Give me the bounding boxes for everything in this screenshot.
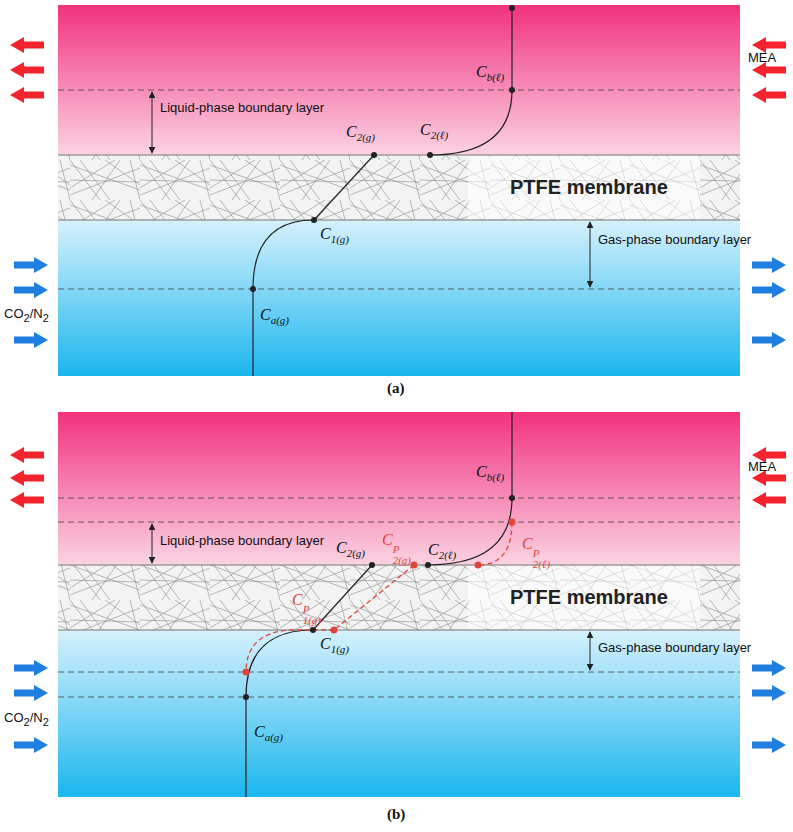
membrane-label: PTFE membrane	[510, 586, 668, 609]
flow-arrow	[752, 87, 786, 103]
text-label: CO2/N2	[4, 710, 49, 728]
concentration-label: CP2(ℓ)	[522, 534, 550, 570]
membrane-label: PTFE membrane	[510, 176, 668, 199]
flow-arrow	[752, 685, 786, 701]
text-label: MEA	[748, 50, 776, 65]
concentration-label: C2(g)	[346, 122, 375, 144]
flow-arrow	[14, 257, 48, 273]
panel-caption: (b)	[387, 806, 405, 823]
concentration-label: Ca(g)	[260, 305, 289, 327]
concentration-label: Cb(ℓ)	[476, 62, 504, 84]
flow-arrow	[14, 660, 48, 676]
flow-arrow	[10, 447, 44, 463]
concentration-label: C2(ℓ)	[420, 120, 448, 142]
text-label: Gas-phase boundary layer	[598, 640, 751, 655]
text-label: Gas-phase boundary layer	[598, 232, 751, 247]
flow-arrow	[752, 332, 786, 348]
membrane-band: PTFE membrane	[58, 155, 740, 220]
flow-arrow	[14, 332, 48, 348]
flow-arrow	[14, 282, 48, 298]
concentration-label: C1(g)	[320, 224, 349, 246]
flow-arrow	[752, 737, 786, 753]
concentration-label: Cb(ℓ)	[476, 462, 504, 484]
flow-arrow	[14, 685, 48, 701]
flow-arrow	[752, 282, 786, 298]
concentration-label: C1(g)	[320, 634, 349, 656]
flow-arrow	[10, 492, 44, 508]
membrane-band: PTFE membrane	[58, 565, 740, 630]
text-label: Liquid-phase boundary layer	[160, 100, 324, 115]
flow-arrow	[752, 257, 786, 273]
concentration-label: Ca(g)	[254, 722, 283, 744]
flow-arrow	[14, 737, 48, 753]
concentration-label: C2(g)	[336, 538, 365, 560]
text-label: CO2/N2	[4, 306, 49, 324]
flow-arrow	[10, 62, 44, 78]
concentration-label: CP2(g)	[382, 530, 411, 566]
text-label: MEA	[748, 459, 776, 474]
flow-arrow	[10, 470, 44, 486]
concentration-label: C2(ℓ)	[428, 540, 456, 562]
flow-arrow	[752, 492, 786, 508]
concentration-label: CP1(g)	[292, 590, 321, 626]
text-label: Liquid-phase boundary layer	[160, 533, 324, 548]
panel-caption: (a)	[387, 380, 405, 397]
flow-arrow	[752, 660, 786, 676]
flow-arrow	[10, 87, 44, 103]
flow-arrow	[10, 37, 44, 53]
